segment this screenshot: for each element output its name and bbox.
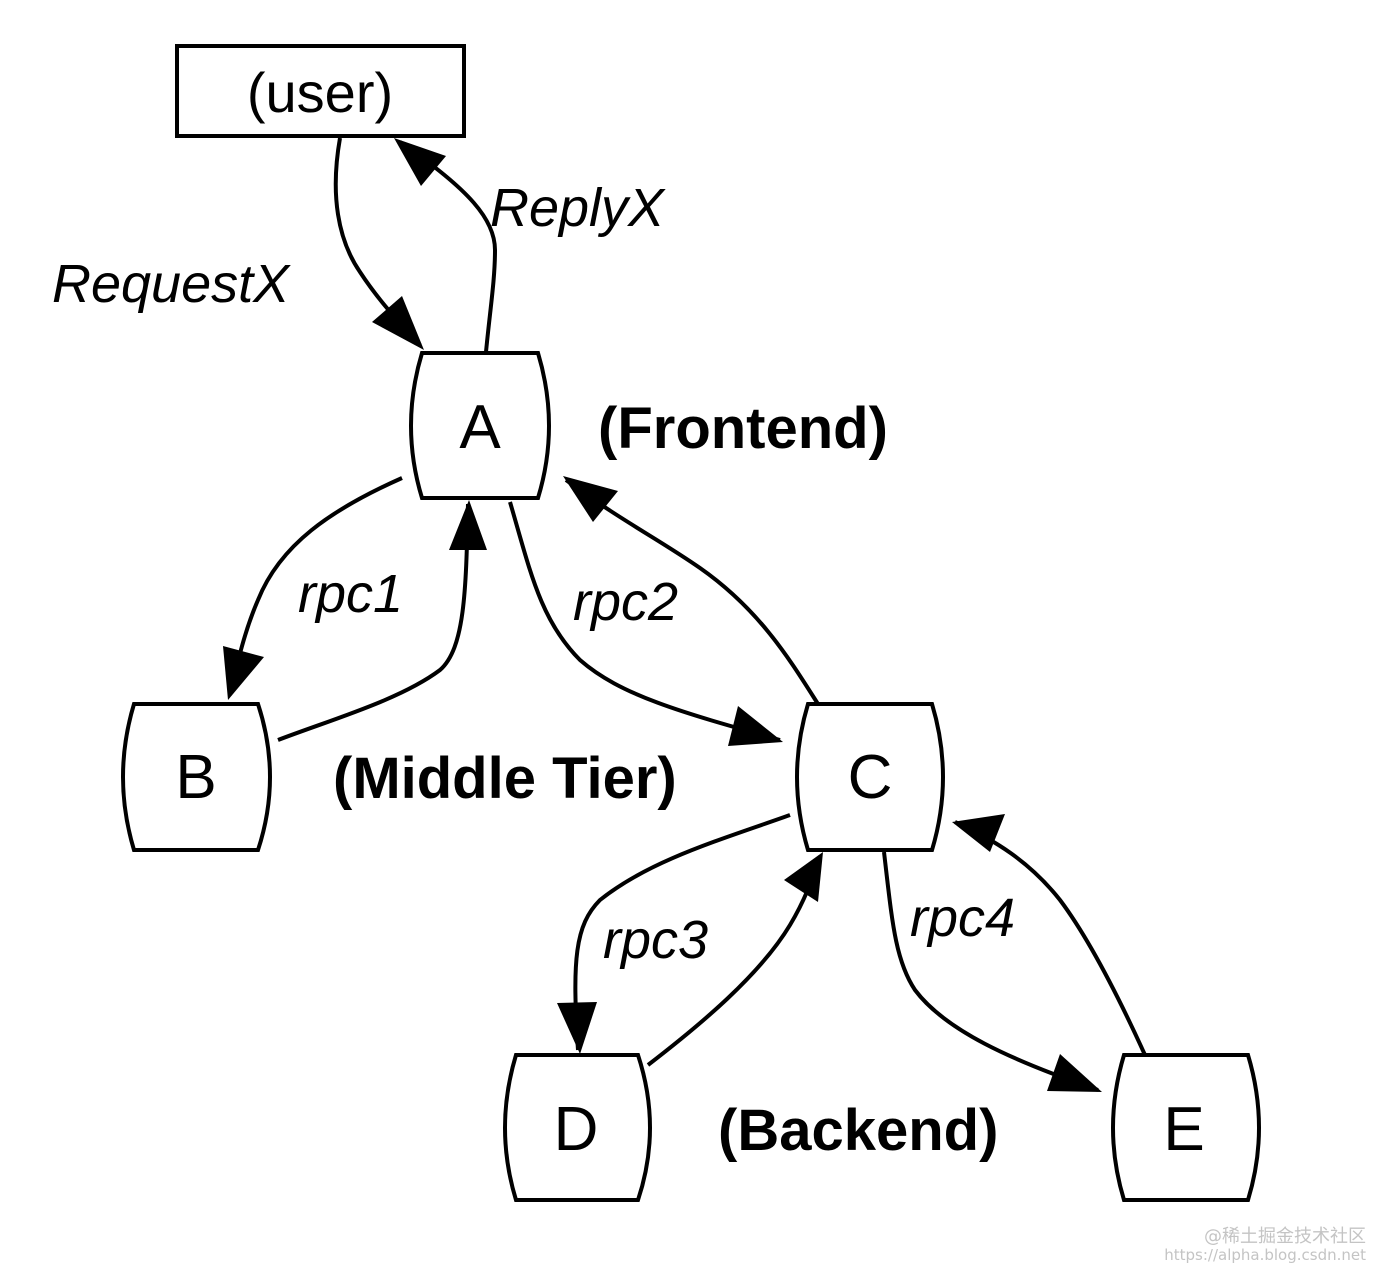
node-a-label: A xyxy=(459,393,501,462)
node-c-label: C xyxy=(848,743,893,812)
arrowhead-a-to-user xyxy=(394,138,446,186)
edge-b-to-a xyxy=(277,503,470,742)
node-a: A xyxy=(409,351,551,500)
edge-label-rpc1: rpc1 xyxy=(298,564,403,624)
node-b: B xyxy=(121,702,272,852)
node-e-label: E xyxy=(1163,1095,1204,1164)
watermark-url: https://alpha.blog.csdn.net xyxy=(1164,1246,1366,1264)
node-user: (user) xyxy=(175,44,466,138)
edge-c-to-d xyxy=(573,813,791,1051)
arrowhead-a-to-c xyxy=(728,706,783,746)
arrowhead-user-to-a xyxy=(372,296,424,350)
arrowhead-c-to-d xyxy=(557,1002,597,1054)
edge-label-request: RequestX xyxy=(52,254,291,314)
edge-label-rpc4: rpc4 xyxy=(910,888,1015,948)
edge-a-to-user xyxy=(398,140,498,353)
node-user-label: (user) xyxy=(247,61,393,124)
arrowhead-c-to-e xyxy=(1047,1054,1102,1092)
edge-c-to-e xyxy=(882,851,1099,1092)
arrowhead-c-to-a xyxy=(563,476,618,522)
node-c: C xyxy=(795,702,945,852)
edge-c-to-a xyxy=(564,478,820,706)
node-b-label: B xyxy=(175,743,216,812)
tier-label-backend: (Backend) xyxy=(718,1098,998,1163)
edge-label-rpc2: rpc2 xyxy=(573,572,678,632)
arrowhead-e-to-c xyxy=(952,814,1005,852)
arrowhead-d-to-c xyxy=(784,852,823,902)
arrowhead-a-to-b xyxy=(223,646,264,700)
edge-label-reply: ReplyX xyxy=(490,178,666,238)
watermark-text: @稀土掘金技术社区 xyxy=(1204,1226,1366,1247)
edge-a-to-c xyxy=(508,501,781,742)
node-d: D xyxy=(503,1053,652,1202)
arrowhead-b-to-a xyxy=(449,500,487,550)
tier-label-middle: (Middle Tier) xyxy=(333,746,677,811)
edge-label-rpc3: rpc3 xyxy=(603,910,708,970)
node-d-label: D xyxy=(554,1095,599,1164)
tier-label-frontend: (Frontend) xyxy=(598,396,888,461)
node-e: E xyxy=(1111,1053,1261,1202)
